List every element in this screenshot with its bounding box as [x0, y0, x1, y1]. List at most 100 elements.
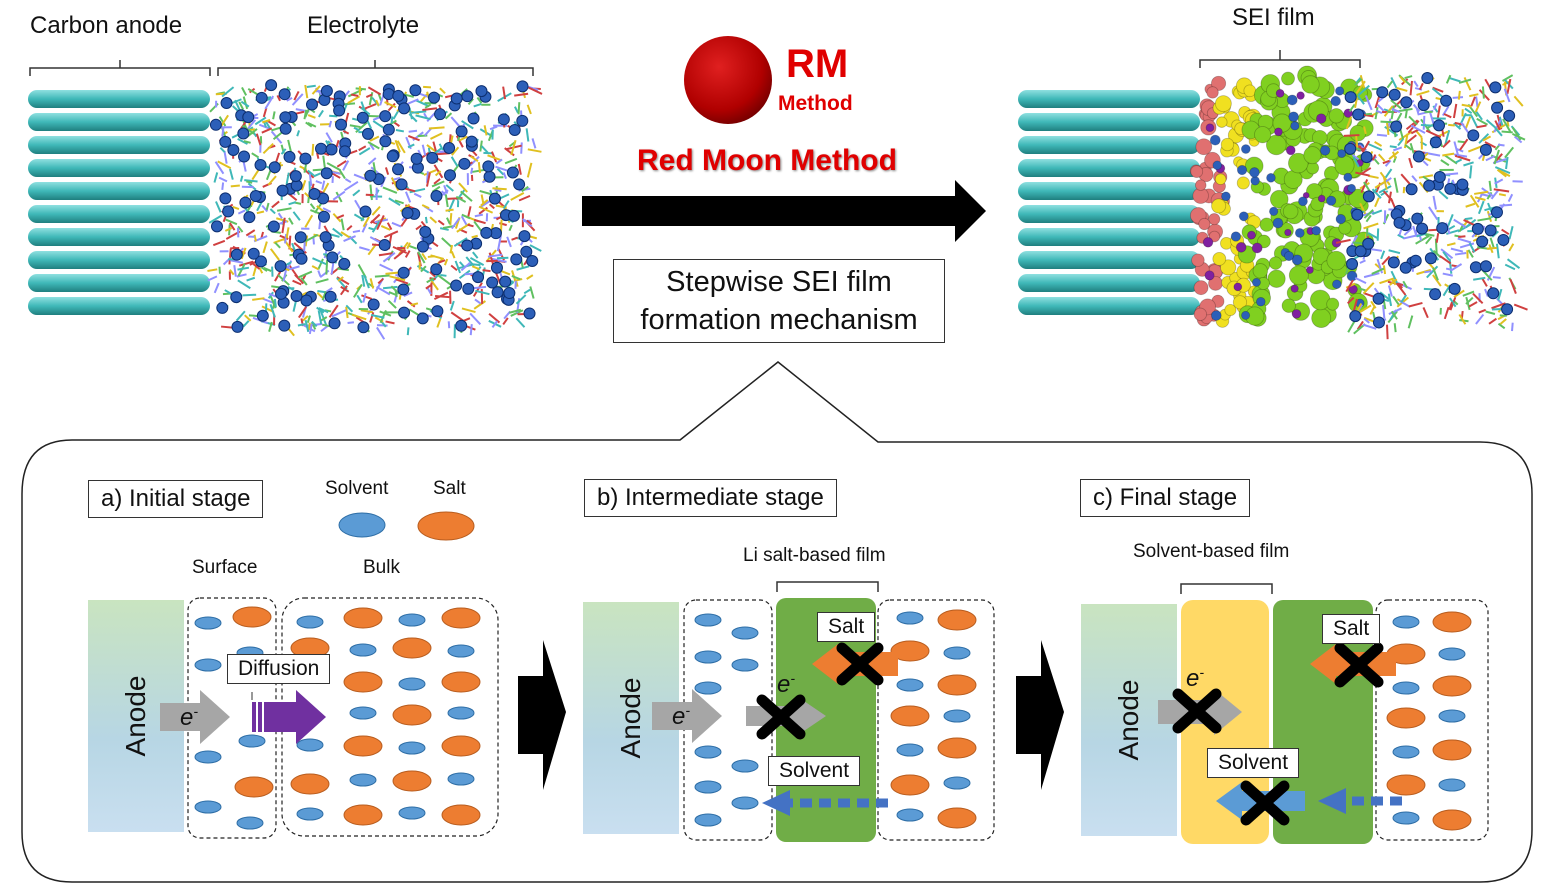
solvent-molecule: [458, 182, 468, 193]
solvent-particle: [398, 741, 426, 755]
sei-purple-particle: [1285, 145, 1296, 156]
solvent-particle: [1438, 647, 1466, 661]
li-ion: [516, 80, 529, 93]
solvent-molecule: [1472, 292, 1484, 305]
solvent-molecule: [1388, 249, 1401, 255]
solvent-molecule: [264, 95, 275, 110]
solvent-molecule: [1402, 186, 1406, 194]
li-ion: [289, 170, 302, 183]
solvent-molecule: [1463, 161, 1474, 167]
salt-particle: [890, 705, 930, 727]
solvent-molecule: [235, 310, 246, 322]
solvent-molecule: [369, 135, 380, 142]
solvent-molecule: [446, 217, 451, 225]
solvent-particle: [694, 813, 722, 827]
solvent-molecule: [276, 207, 292, 212]
solvent-molecule: [285, 227, 290, 239]
li-ion: [1362, 237, 1375, 250]
solvent-molecule: [1425, 129, 1442, 139]
sei-purple-particle: [1296, 91, 1305, 100]
solvent-molecule: [1504, 146, 1515, 159]
li-ion: [482, 160, 495, 173]
solvent-molecule: [1443, 306, 1450, 320]
li-ion: [210, 220, 223, 233]
solvent-molecule: [262, 107, 268, 118]
panel-b-block-x-2: [836, 642, 884, 686]
solvent-molecule: [1356, 320, 1364, 330]
li-ion: [1429, 288, 1442, 301]
solvent-molecule: [425, 172, 431, 187]
solvent-molecule: [223, 150, 228, 164]
solvent-particle: [694, 681, 722, 695]
panel-c-film-bracket: [1180, 583, 1273, 594]
solvent-molecule: [1499, 203, 1513, 207]
sei-li-ion: [1337, 149, 1347, 159]
solvent-molecule: [276, 94, 281, 102]
solvent-molecule: [329, 114, 338, 118]
panel-a-anode-label: Anode: [120, 675, 151, 757]
solvent-molecule: [370, 314, 385, 319]
li-ion: [357, 321, 370, 334]
solvent-particle: [447, 644, 475, 658]
solvent-molecule: [332, 227, 343, 237]
solvent-molecule: [375, 99, 380, 107]
li-ion: [455, 319, 468, 332]
solvent-molecule: [495, 158, 503, 165]
solvent-molecule: [387, 102, 396, 112]
solvent-molecule: [344, 180, 359, 192]
panel-c-block-x-3: [1240, 780, 1290, 826]
panel-a-particles: [194, 606, 481, 830]
sei-purple-particle: [1247, 230, 1256, 240]
solvent-molecule: [1404, 144, 1413, 151]
solvent-molecule: [443, 184, 449, 194]
sei-salt-particle: [1194, 179, 1207, 191]
solvent-molecule: [495, 165, 510, 173]
solvent-molecule: [275, 152, 281, 163]
li-ion: [1409, 254, 1422, 267]
solvent-molecule: [1488, 317, 1497, 325]
li-ion: [1388, 88, 1401, 101]
solvent-particle: [447, 772, 475, 786]
li-ion: [1405, 183, 1418, 196]
solvent-molecule: [1388, 307, 1402, 315]
solvent-molecule: [411, 110, 427, 114]
solvent-molecule: [423, 169, 437, 176]
solvent-molecule: [522, 218, 533, 228]
solvent-molecule: [1486, 246, 1497, 250]
li-ion: [467, 112, 480, 125]
solvent-molecule: [400, 217, 408, 227]
solvent-molecule: [1465, 296, 1474, 305]
li-ion: [461, 90, 474, 103]
li-ion: [483, 170, 496, 183]
solvent-molecule: [237, 225, 244, 233]
salt-particle: [441, 735, 481, 757]
solvent-molecule: [1391, 107, 1398, 113]
li-ion: [386, 150, 399, 163]
solvent-molecule: [307, 114, 316, 119]
legend-salt-label: Salt: [433, 478, 466, 499]
solvent-molecule: [1363, 292, 1374, 298]
solvent-molecule: [440, 273, 447, 277]
solvent-molecule: [325, 132, 333, 143]
solvent-molecule: [1470, 96, 1476, 107]
solvent-molecule: [394, 199, 404, 205]
li-ion: [319, 231, 332, 244]
solvent-molecule: [1481, 86, 1485, 99]
solvent-molecule: [316, 291, 324, 299]
solvent-molecule: [1386, 80, 1394, 89]
sei-yellow-particle: [1236, 176, 1250, 190]
sei-li-ion: [1294, 228, 1305, 238]
solvent-molecule: [311, 85, 321, 95]
solvent-molecule: [527, 148, 542, 153]
solvent-molecule: [1503, 88, 1511, 103]
li-ion: [506, 166, 519, 179]
panel-c-anode-label: Anode: [1113, 679, 1144, 761]
li-ion: [279, 122, 292, 135]
sei-yellow-particle: [1220, 137, 1235, 152]
li-ion: [398, 306, 411, 319]
sei-li-ion: [1291, 254, 1303, 266]
solvent-molecule: [358, 147, 371, 156]
solvent-molecule: [473, 300, 487, 310]
sei-green-particle: [1303, 146, 1322, 165]
solvent-molecule: [318, 307, 329, 314]
